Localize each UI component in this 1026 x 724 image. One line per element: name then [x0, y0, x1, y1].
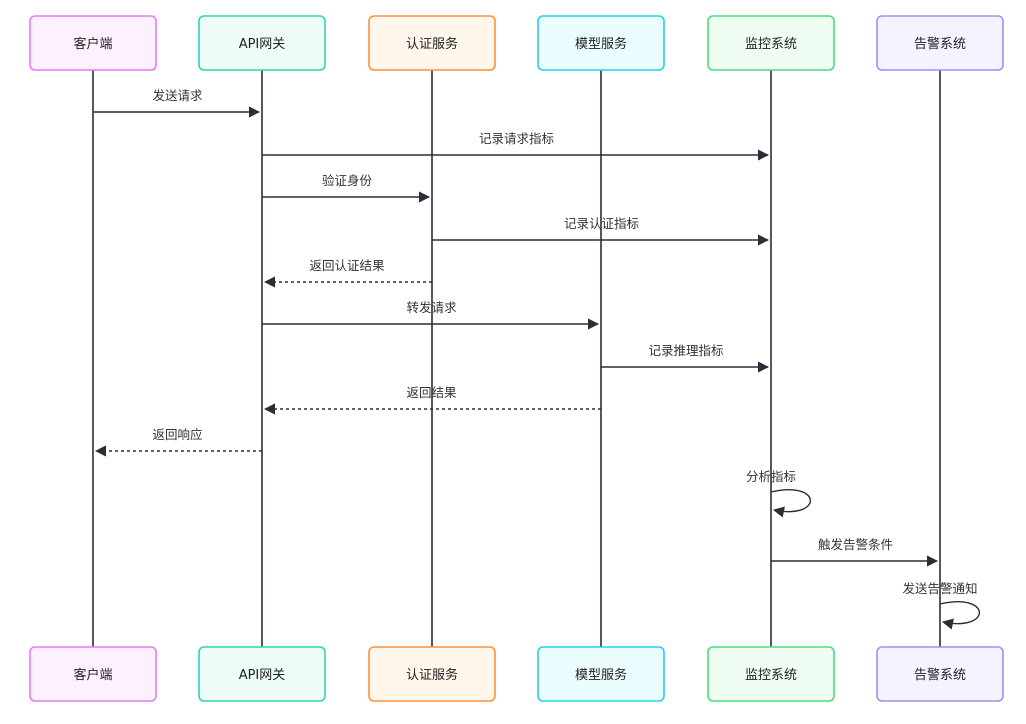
participant-box: [198, 15, 326, 71]
message-12: 发送告警通知: [902, 581, 981, 630]
message-11: 触发告警条件: [771, 537, 939, 567]
participant-client-bottom: 客户端: [29, 646, 157, 702]
participant-label: 模型服务: [575, 36, 627, 52]
message-8: 返回结果: [263, 385, 601, 415]
participant-box: [876, 646, 1004, 702]
participant-alert-top: 告警系统: [876, 15, 1004, 71]
message-4: 记录认证指标: [432, 216, 770, 246]
participant-box: [707, 15, 835, 71]
message-label: 返回认证结果: [309, 258, 385, 273]
participant-box: [537, 15, 665, 71]
self-loop-arrow: [939, 601, 981, 630]
message-label: 分析指标: [746, 469, 796, 484]
participant-label: API网关: [239, 668, 286, 683]
message-label: 发送请求: [152, 88, 203, 103]
participant-label: 认证服务: [406, 36, 458, 52]
message-10: 分析指标: [746, 469, 812, 518]
message-7: 记录推理指标: [601, 343, 770, 373]
participant-auth-bottom: 认证服务: [368, 646, 496, 702]
participant-box: [368, 15, 496, 71]
participant-model-bottom: 模型服务: [537, 646, 665, 702]
message-9: 返回响应: [94, 427, 262, 457]
participant-gateway-bottom: API网关: [198, 646, 326, 702]
message-label: 验证身份: [322, 173, 373, 188]
participant-box: [368, 646, 496, 702]
participant-label: 认证服务: [406, 667, 458, 683]
participant-box: [537, 646, 665, 702]
message-label: 发送告警通知: [902, 581, 977, 596]
participant-label: 监控系统: [745, 37, 797, 52]
participant-box: [876, 15, 1004, 71]
participant-label: 告警系统: [914, 36, 966, 52]
participant-label: 客户端: [73, 667, 112, 683]
self-loop-arrow: [770, 489, 812, 518]
participant-client-top: 客户端: [29, 15, 157, 71]
message-label: 触发告警条件: [818, 537, 893, 552]
message-1: 发送请求: [93, 88, 261, 118]
participant-label: 告警系统: [914, 667, 966, 683]
participant-label: API网关: [239, 37, 286, 52]
participant-gateway-top: API网关: [198, 15, 326, 71]
message-label: 记录请求指标: [479, 131, 554, 146]
message-3: 验证身份: [262, 173, 431, 203]
participant-box: [29, 15, 157, 71]
message-label: 返回结果: [406, 385, 457, 400]
participant-label: 模型服务: [575, 667, 627, 683]
participant-model-top: 模型服务: [537, 15, 665, 71]
participant-alert-bottom: 告警系统: [876, 646, 1004, 702]
participant-box: [29, 646, 157, 702]
message-label: 返回响应: [152, 427, 202, 442]
messages: 发送请求记录请求指标验证身份记录认证指标返回认证结果转发请求记录推理指标返回结果…: [93, 88, 981, 630]
participant-label: 监控系统: [745, 668, 797, 683]
participants-top: 客户端 API网关 认证服务 模型服务 监控系统 告警系统: [29, 15, 1004, 71]
participant-auth-top: 认证服务: [368, 15, 496, 71]
message-5: 返回认证结果: [263, 258, 432, 288]
message-label: 转发请求: [406, 300, 457, 315]
participant-label: 客户端: [73, 36, 112, 52]
participant-box: [198, 646, 326, 702]
message-label: 记录推理指标: [648, 343, 723, 358]
participant-monitor-bottom: 监控系统: [707, 646, 835, 702]
participant-box: [707, 646, 835, 702]
lifelines: [92, 70, 941, 647]
participants-bottom: 客户端 API网关 认证服务 模型服务 监控系统 告警系统: [29, 646, 1004, 702]
message-6: 转发请求: [262, 300, 600, 330]
message-2: 记录请求指标: [262, 131, 770, 161]
participant-monitor-top: 监控系统: [707, 15, 835, 71]
message-label: 记录认证指标: [564, 216, 639, 231]
